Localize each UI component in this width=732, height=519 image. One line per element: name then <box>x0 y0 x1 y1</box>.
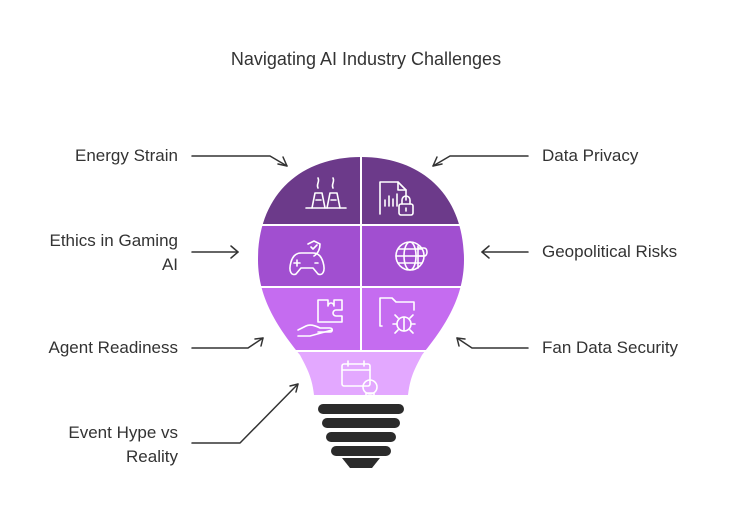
calendar-skull-icon <box>341 360 378 397</box>
screw-thread-1 <box>318 404 404 414</box>
screw-thread-3 <box>326 432 396 442</box>
segment-event-hype <box>258 352 464 395</box>
label-fan-data-security: Fan Data Security <box>542 338 679 357</box>
segment-energy-strain <box>258 157 360 224</box>
segment-fan-data-security <box>362 288 464 350</box>
puzzle-hand-icon <box>297 299 343 337</box>
bulb-screw-base <box>318 404 404 468</box>
screw-tip <box>342 458 380 468</box>
connector-ethics <box>191 245 239 259</box>
label-ethics-line2: AI <box>161 255 178 274</box>
label-ethics-line1: Ethics in Gaming <box>49 231 179 250</box>
label-ethics-gaming-ai: Ethics in Gaming AI <box>50 229 179 277</box>
label-event-hype-line1: Event Hype vs <box>68 423 178 442</box>
connector-fan-data-security <box>456 337 529 349</box>
power-plant-icon <box>305 177 347 209</box>
label-energy-strain: Energy Strain <box>75 146 178 165</box>
file-lock-icon <box>379 181 414 216</box>
connector-geopolitical <box>481 245 529 259</box>
gamepad-shield-icon <box>289 240 325 276</box>
screw-thread-4 <box>331 446 391 456</box>
label-geopolitical-risks: Geopolitical Risks <box>542 242 678 261</box>
segment-data-privacy <box>362 157 464 224</box>
label-data-privacy: Data Privacy <box>542 146 639 165</box>
connector-event-hype <box>191 383 299 444</box>
connector-energy-strain <box>191 155 288 167</box>
label-event-hype-line2: Reality <box>126 447 178 466</box>
segment-ethics-gaming-ai <box>258 226 360 286</box>
label-event-hype: Event Hype vs Reality <box>68 421 178 469</box>
label-agent-readiness: Agent Readiness <box>48 338 178 357</box>
diagram-title: Navigating AI Industry Challenges <box>230 49 502 69</box>
screw-thread-2 <box>322 418 400 428</box>
segment-agent-readiness <box>258 288 360 350</box>
globe-currency-icon <box>395 241 428 271</box>
folder-bug-icon <box>379 297 416 334</box>
connector-data-privacy <box>432 155 529 167</box>
connector-agent-readiness <box>191 337 264 349</box>
